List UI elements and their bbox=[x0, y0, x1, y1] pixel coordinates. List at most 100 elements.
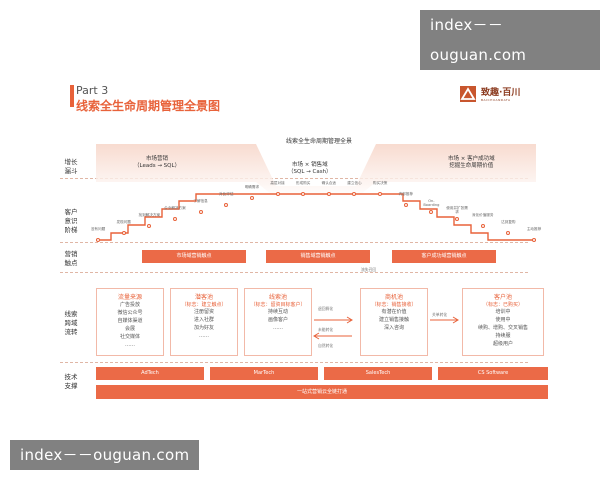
closing-conversion-label: 关单转化 bbox=[432, 312, 448, 317]
card-item: 进入社群 bbox=[193, 317, 214, 323]
tech-martech: MarTech bbox=[210, 367, 318, 380]
step-label: 确认合适 bbox=[321, 181, 336, 185]
step-dot bbox=[506, 231, 511, 235]
funnel-stage-sales: 市场 × 销售域 （SQL → Cash） bbox=[288, 162, 332, 176]
divider bbox=[60, 242, 528, 243]
card-item: 画像客户 bbox=[267, 317, 288, 323]
step-label: 找到解决方案 bbox=[138, 213, 161, 217]
funnel-stage-customer-success: 市场 × 客户成功域 挖掘生命周期价值 bbox=[448, 156, 495, 170]
step-dot bbox=[96, 238, 100, 242]
funnel-stage-title: 市场营销 bbox=[146, 156, 169, 162]
not-converted-label: 未能转化 bbox=[318, 327, 334, 332]
row-label-touchpoints: 营销 触点 bbox=[64, 250, 78, 267]
tech-salestech: SalesTech bbox=[324, 367, 432, 380]
lost-recall-label: 流失召回 bbox=[361, 267, 377, 272]
divider bbox=[60, 362, 528, 363]
card-prospect-pool: 潜客池 （标志：建立触点） 注册留资 进入社群 加为好友 …… bbox=[170, 288, 238, 356]
card-title: 潜客池 bbox=[194, 294, 213, 301]
step-dot bbox=[480, 224, 485, 228]
step-label: On-Boarding bbox=[423, 199, 440, 207]
natural-conversion-label: 自然转化 bbox=[318, 343, 334, 348]
step-label: 对比评估 bbox=[219, 192, 234, 196]
step-dot bbox=[249, 196, 254, 200]
watermark-bottom: index－－ouguan.com bbox=[10, 440, 200, 470]
title-accent-bar bbox=[70, 85, 74, 107]
card-opportunity-pool: 商机池 （标志：销售接收） 有潜在价值 建立销售接触 深入咨询 bbox=[360, 288, 428, 356]
touchpoint-sales: 销售域营销触点 bbox=[266, 250, 370, 263]
slide: Part 3 线索全生命周期管理全景图 致趣·百川 BAICHUANDATA 线… bbox=[56, 70, 556, 415]
card-item: 自媒体渠道 bbox=[117, 318, 143, 324]
step-dot bbox=[147, 224, 152, 228]
card-item: 超级用户 bbox=[492, 341, 513, 347]
arrow-right-icon bbox=[430, 316, 459, 324]
funnel-stage-subtitle: （SQL → Cash） bbox=[288, 169, 332, 175]
card-subtitle: （标志：建立触点） bbox=[181, 302, 227, 308]
card-title: 线索池 bbox=[268, 294, 287, 301]
step-label: 没有问题 bbox=[90, 227, 106, 231]
card-item: 注册留资 bbox=[193, 309, 214, 315]
staircase-funnel bbox=[96, 144, 536, 241]
card-item: 广告投放 bbox=[119, 302, 140, 308]
step-dot bbox=[224, 203, 229, 207]
step-dot bbox=[455, 217, 460, 221]
step-dot bbox=[326, 192, 331, 196]
step-dot bbox=[275, 192, 280, 196]
row-label-lead-flow: 线索 跨域 流转 bbox=[64, 310, 78, 336]
step-label: 了解信息 bbox=[193, 199, 208, 203]
tech-cs-software: CS Software bbox=[438, 367, 548, 380]
step-label: 主动推荐 bbox=[526, 227, 542, 231]
card-item: 持续互动 bbox=[267, 309, 288, 315]
step-label: 企业解决方案 bbox=[164, 206, 186, 210]
step-dot bbox=[378, 192, 383, 196]
card-item: 加为好友 bbox=[193, 325, 214, 331]
step-label: 使用并扩张需求 bbox=[446, 206, 468, 214]
row-label-growth-funnel: 增长 漏斗 bbox=[64, 158, 78, 175]
diagram-title: 线索全生命周期管理全景 bbox=[286, 138, 353, 145]
step-label: 深化价值服务 bbox=[471, 213, 494, 217]
logo-name: 致趣·百川 bbox=[481, 88, 521, 98]
card-item: …… bbox=[273, 325, 283, 331]
card-item: 深入咨询 bbox=[383, 325, 404, 331]
funnel-stage-subtitle: 挖掘生命周期价值 bbox=[449, 163, 494, 169]
return-nurture-label: 退回孵化 bbox=[318, 306, 334, 311]
card-title: 流量来源 bbox=[117, 294, 142, 301]
card-item: 建立销售接触 bbox=[378, 317, 409, 323]
funnel-band bbox=[96, 144, 536, 198]
step-dot bbox=[532, 238, 536, 242]
step-dot bbox=[429, 210, 434, 214]
card-item: 使用中 bbox=[495, 317, 511, 323]
step-label: 建立信心 bbox=[347, 181, 362, 185]
brand-logo: 致趣·百川 BAICHUANDATA bbox=[460, 84, 540, 110]
card-subtitle: （标志：已购买） bbox=[482, 302, 523, 308]
touchpoint-marketing: 市场域营销触点 bbox=[142, 250, 246, 263]
step-label: 达到复购 bbox=[501, 220, 516, 224]
page-title: 线索全生命周期管理全景图 bbox=[76, 99, 221, 113]
card-item: 微信公众号 bbox=[117, 310, 143, 316]
arrow-right-icon bbox=[314, 316, 353, 324]
step-label: 形成购买 bbox=[295, 181, 311, 185]
card-subtitle: （标志：销售接收） bbox=[371, 302, 417, 308]
touchpoint-customer-success: 客户成功域营销触点 bbox=[392, 250, 496, 263]
step-dot bbox=[172, 217, 177, 221]
card-lead-pool: 线索池 （标志：留资目标客户） 持续互动 画像客户 …… bbox=[244, 288, 312, 356]
step-dot bbox=[121, 231, 126, 235]
card-traffic-source: 流量来源 广告投放 微信公众号 自媒体渠道 会展 社交媒体 …… bbox=[96, 288, 164, 356]
divider bbox=[60, 178, 528, 179]
step-dot bbox=[301, 192, 306, 196]
funnel-stage-marketing: 市场营销 （Leads → SQL） bbox=[134, 156, 180, 170]
funnel-stage-title: 市场 × 销售域 bbox=[291, 162, 328, 168]
arrow-left-icon bbox=[313, 332, 352, 340]
step-label: 明确需求 bbox=[244, 185, 260, 189]
tech-adtech: AdTech bbox=[96, 367, 204, 380]
card-title: 商机池 bbox=[384, 294, 403, 301]
step-dot bbox=[198, 210, 203, 214]
card-item: 持续服 bbox=[495, 333, 511, 339]
stair-line bbox=[96, 193, 536, 241]
part-label: Part 3 bbox=[76, 84, 109, 97]
card-subtitle: （标志：留资目标客户） bbox=[250, 302, 306, 308]
step-label: 内部推荐 bbox=[398, 192, 413, 196]
card-item: 有潜在价值 bbox=[381, 309, 407, 315]
step-label: 高层对接 bbox=[270, 181, 285, 185]
watermark-top: index－－ouguan.com bbox=[420, 10, 600, 70]
card-item: …… bbox=[199, 333, 209, 339]
